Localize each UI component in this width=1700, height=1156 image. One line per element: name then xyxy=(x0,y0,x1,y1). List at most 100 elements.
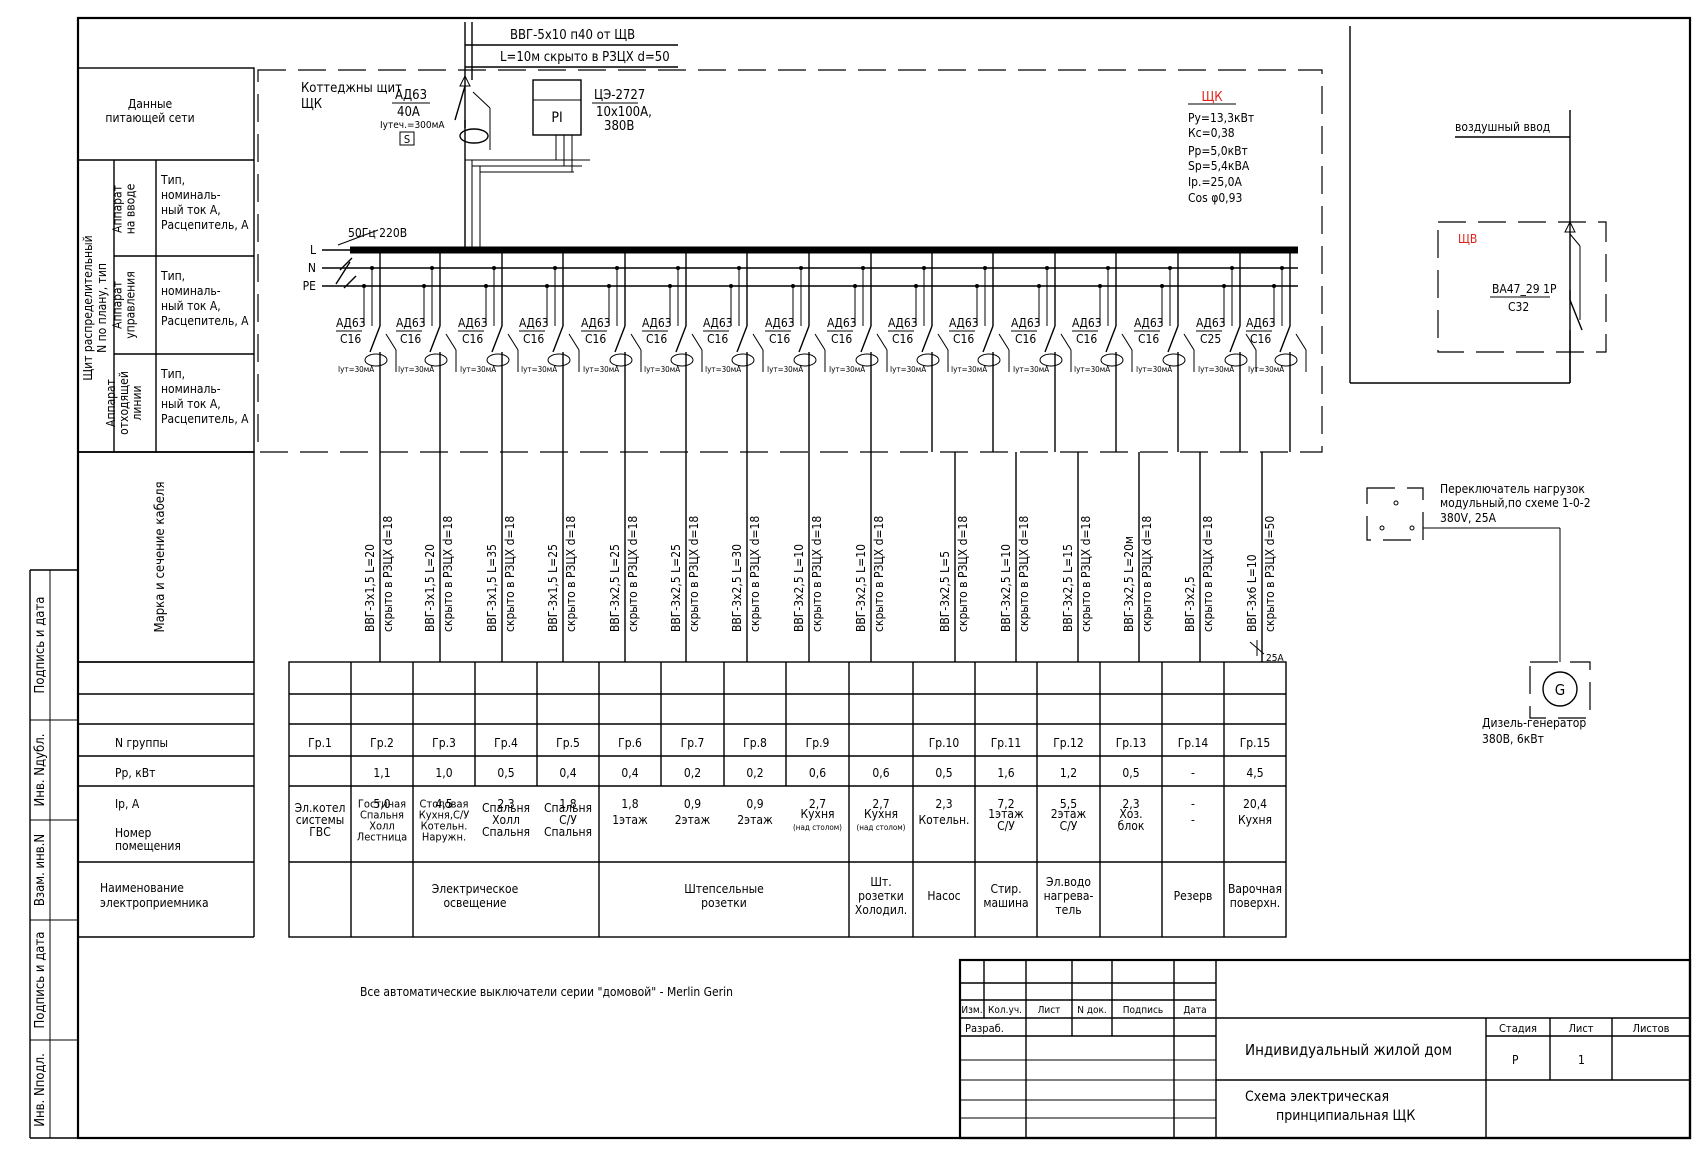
group-power: 0,5 xyxy=(497,766,514,780)
group-room: С/У xyxy=(559,813,577,827)
stamp-sheets-header: Листов xyxy=(1633,1022,1670,1035)
cable-mark-label: Марка и сечение кабеля xyxy=(153,482,168,633)
breaker-rating-label: С16 xyxy=(892,332,913,346)
cable-route-text: скрыто в РЗЦХ d=18 xyxy=(1017,516,1031,632)
group-current: 2,7 xyxy=(872,797,889,811)
group-room: ГВС xyxy=(309,825,331,839)
input-panel-shv: воздушный ввод ЩВ ВА47_29 1Р С32 xyxy=(1349,26,1607,384)
device-param-label: номиналь- xyxy=(161,382,221,396)
cable-route-text: скрыто в РЗЦХ d=18 xyxy=(503,516,517,632)
breaker-rating-label: С16 xyxy=(340,332,361,346)
stamp-doc: Схема электрическая xyxy=(1245,1089,1389,1105)
group-current: 1,8 xyxy=(559,797,576,811)
bus-frequency-label: 50Гц 220В xyxy=(348,226,407,240)
breaker-rating-label: С16 xyxy=(1138,332,1159,346)
group-room: Хоз. xyxy=(1119,807,1142,821)
bus-pe-label: PE xyxy=(303,279,317,293)
consumer-name: поверхн. xyxy=(1230,896,1280,910)
cottage-panel-code: ЩК xyxy=(301,97,323,112)
breaker-rating-label: С16 xyxy=(585,332,606,346)
cable-mark-text: ВВГ-3х1,5 L=35 xyxy=(485,544,499,632)
group-current: 20,4 xyxy=(1243,797,1267,811)
group-room: Кухня,С/У xyxy=(419,809,470,822)
breaker-leak-label: Iут=30мА xyxy=(951,365,987,374)
group-current: 0,9 xyxy=(684,797,701,811)
breaker-leak-label: Iут=30мА xyxy=(521,365,557,374)
switch-label: модульный,по схеме 1-0-2 xyxy=(1440,496,1591,510)
group-power: 1,6 xyxy=(997,766,1014,780)
group-number: Гр.9 xyxy=(806,736,830,750)
breaker-rating-label: С16 xyxy=(769,332,790,346)
breaker-rating-label: С25 xyxy=(1200,332,1221,346)
cable-mark-text: ВВГ-3х2,5 L=25 xyxy=(608,544,622,632)
panel-summary: ЩК Ру=13,3кВт Кс=0,38 Рр=5,0кВт Sp=5,4кВ… xyxy=(1188,90,1254,205)
stamp-title: Индивидуальный жилой дом xyxy=(1245,1041,1452,1059)
cable-route-text: скрыто в РЗЦХ d=18 xyxy=(872,516,886,632)
cable-mark-text: ВВГ-3х2,5 L=25 xyxy=(669,544,683,632)
group-room: Кухня xyxy=(801,807,835,821)
stamp-column-header: Лист xyxy=(1038,1005,1061,1016)
panel-vertical-label: Щит распределительный xyxy=(81,235,95,380)
breaker-type-label: АД63 xyxy=(703,316,733,330)
device-vertical-label: Аппарат xyxy=(111,281,125,329)
device-param-label: Расцепитель, А xyxy=(161,412,249,426)
main-breaker-rating: 40А xyxy=(397,105,420,120)
group-number: Гр.11 xyxy=(991,736,1022,750)
group-room: Спальня xyxy=(360,809,404,822)
breaker-type-label: АД63 xyxy=(827,316,857,330)
cottage-panel-boundary xyxy=(257,69,1323,453)
group-current: 7,2 xyxy=(997,797,1014,811)
main-breaker-type: АД63 xyxy=(395,88,427,103)
stamp-doc: принципиальная ЩК xyxy=(1276,1108,1415,1124)
device-param-label: Тип, xyxy=(160,173,185,187)
breaker-leak-label: Iут=30мА xyxy=(644,365,680,374)
breaker-leak-label: Iут=30мА xyxy=(338,365,374,374)
group-number: Гр.13 xyxy=(1116,736,1147,750)
consumer-name: Электрическое xyxy=(432,882,519,896)
side-stamp-label: Подпись и дата xyxy=(33,932,48,1029)
power-label: Рр, кВт xyxy=(115,766,155,780)
group-power: 0,5 xyxy=(935,766,952,780)
stamp-sheet: 1 xyxy=(1578,1053,1585,1067)
consumer-name: Варочная xyxy=(1228,882,1282,896)
group-room: Спальня xyxy=(482,801,530,815)
device-vertical-label: линии xyxy=(130,385,144,420)
breaker-type-label: АД63 xyxy=(642,316,672,330)
current-label: Iр, А xyxy=(115,797,140,811)
group-current: 1,8 xyxy=(621,797,638,811)
generator-symbol xyxy=(1542,671,1578,707)
group-power: - xyxy=(1191,766,1195,780)
side-stamp-label: Инв. Nдубл. xyxy=(33,734,48,807)
fuse-symbol: 25А xyxy=(1249,640,1284,664)
side-stamp-label: Подпись и дата xyxy=(33,597,48,694)
breaker-rating-label: С16 xyxy=(707,332,728,346)
cable-mark-text: ВВГ-3х2,5 L=15 xyxy=(1061,544,1075,632)
shv-breaker-type: ВА47_29 1Р xyxy=(1492,282,1557,296)
breaker-leak-label: Iут=30мА xyxy=(705,365,741,374)
bus-l-label: L xyxy=(310,243,316,257)
group-power: 1,1 xyxy=(373,766,390,780)
group-power: 1,0 xyxy=(435,766,452,780)
breaker-type-label: АД63 xyxy=(949,316,979,330)
breaker-rating-label: С16 xyxy=(462,332,483,346)
stamp-column-header: Дата xyxy=(1183,1005,1206,1016)
breaker-leak-label: Iут=30мА xyxy=(767,365,803,374)
main-breaker-s: S xyxy=(404,133,410,146)
group-room: С/У xyxy=(1060,819,1078,833)
cable-route-text: скрыто в РЗЦХ d=18 xyxy=(441,516,455,632)
cable-mark-text: ВВГ-3х2,5 L=10 xyxy=(999,544,1013,632)
stamp-column-header: Подпись xyxy=(1123,1005,1163,1016)
